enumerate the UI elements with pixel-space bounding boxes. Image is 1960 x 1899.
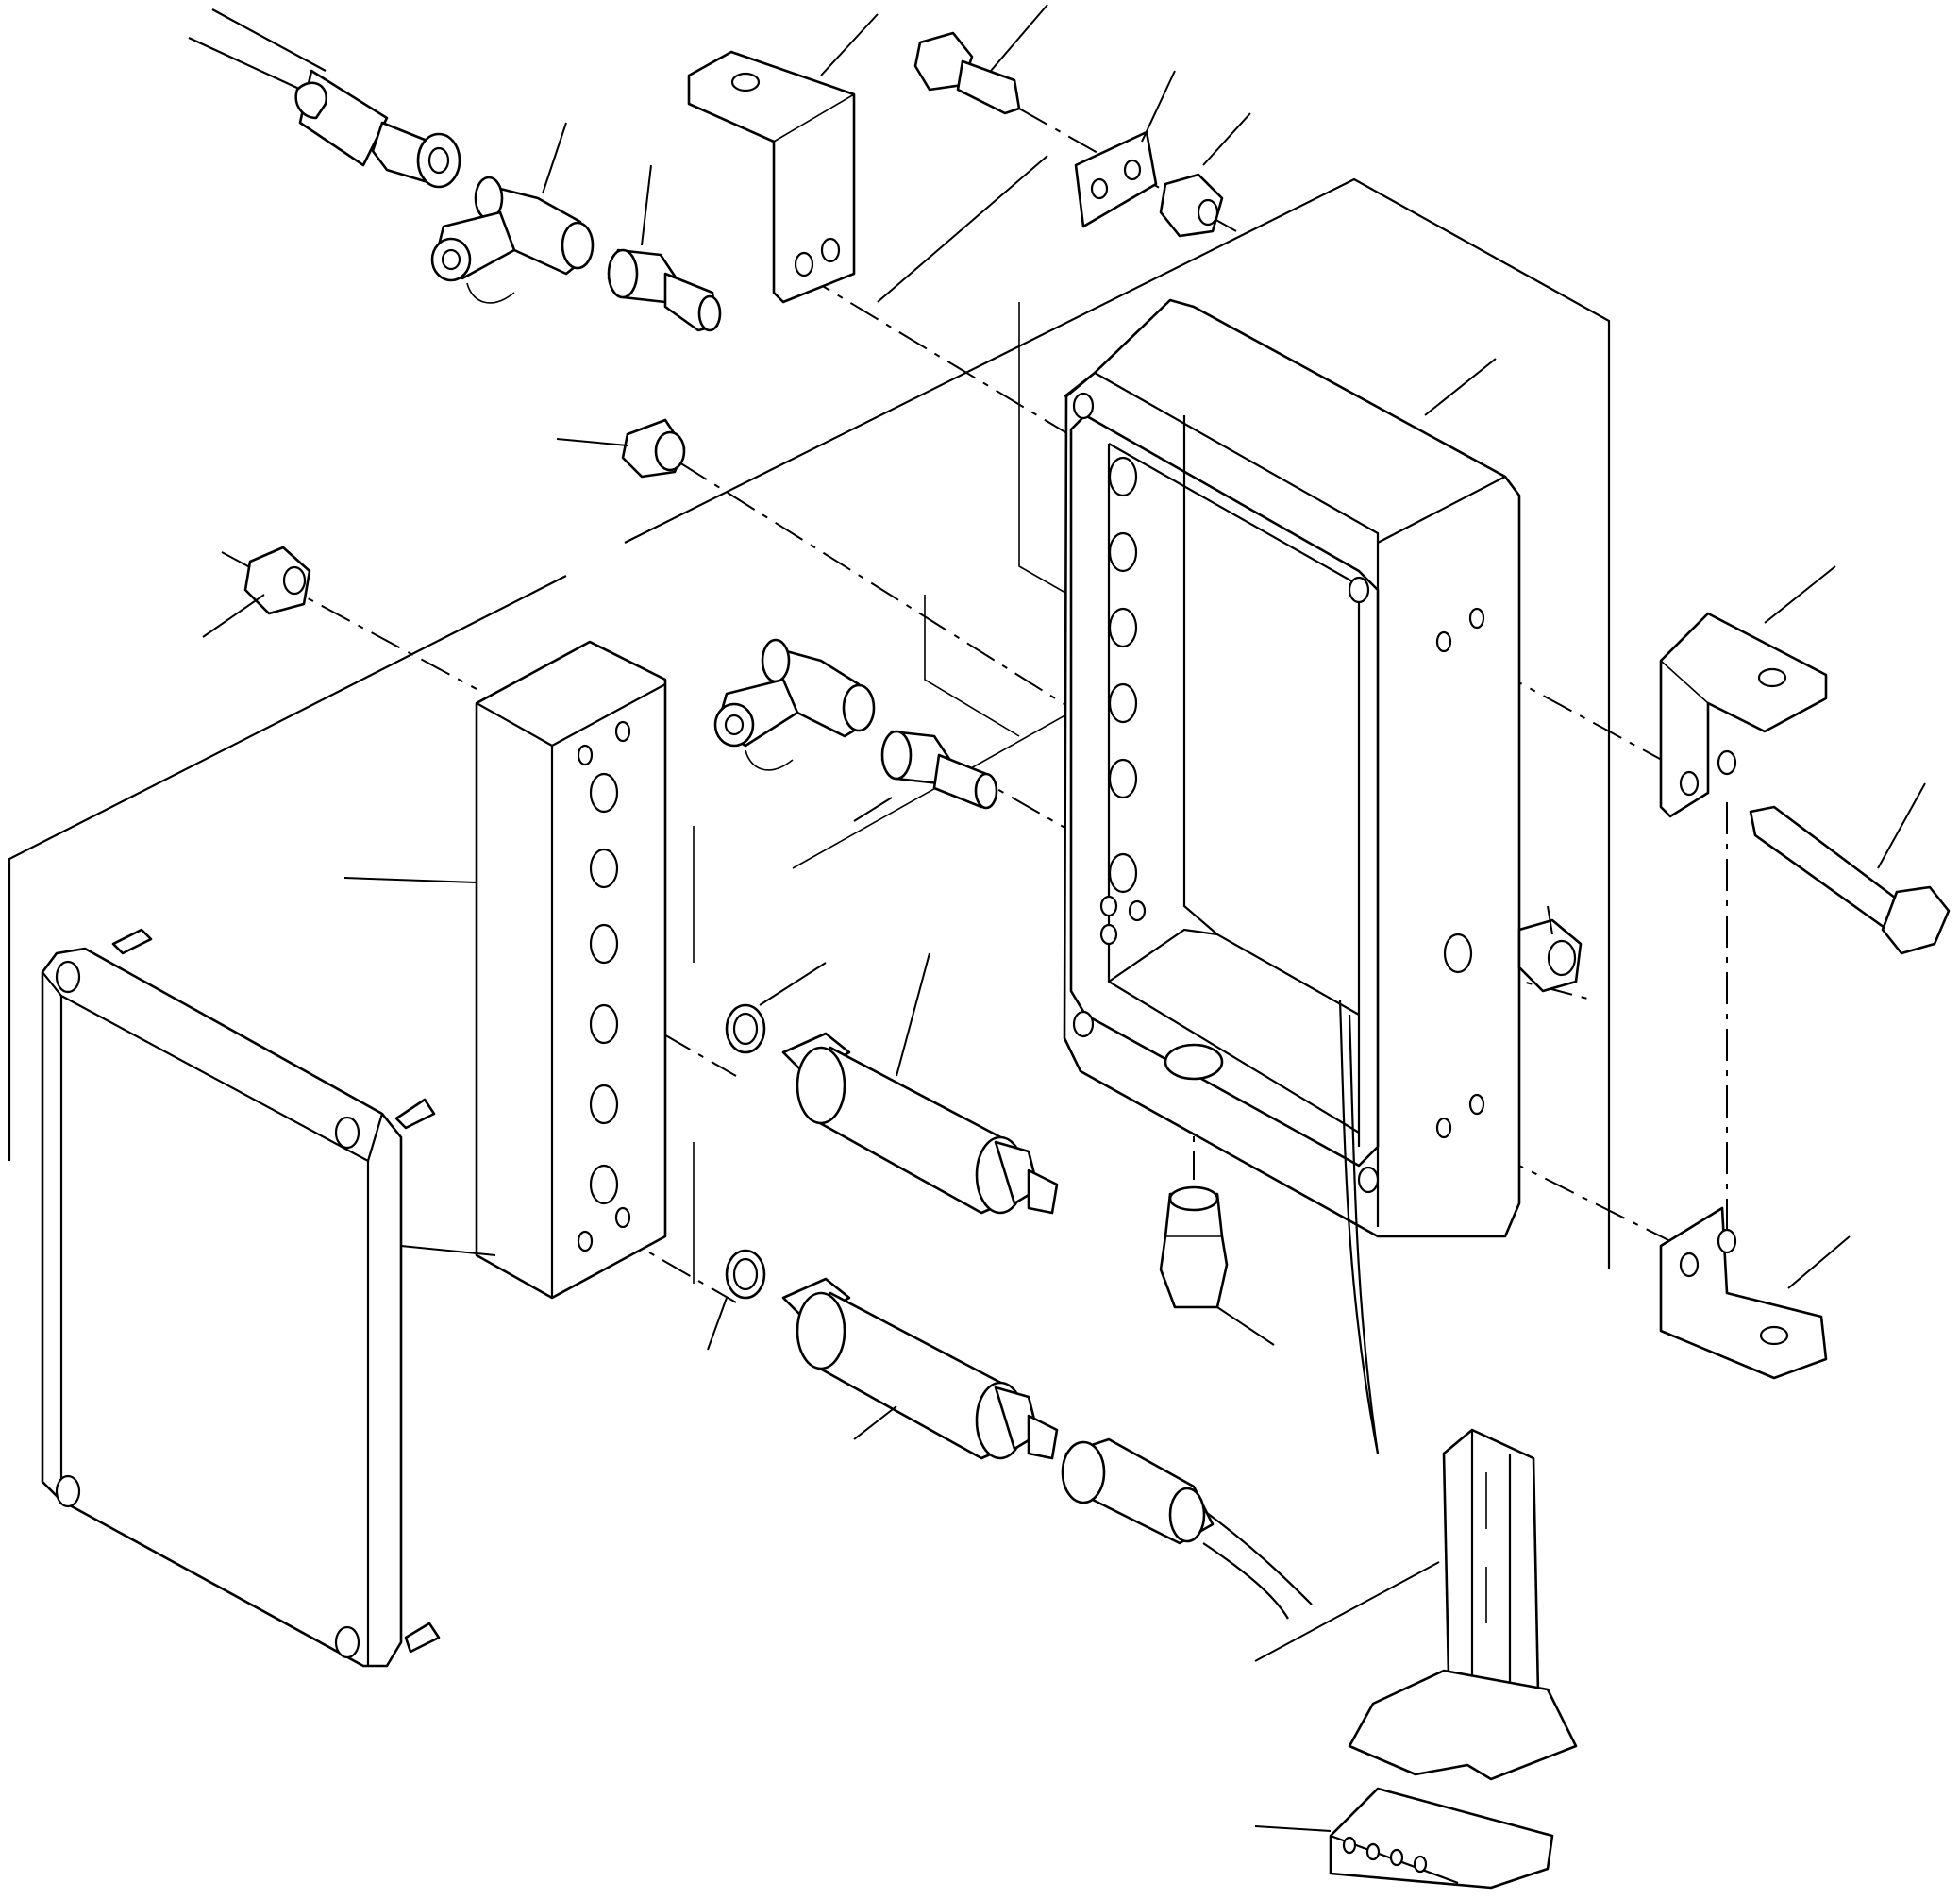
long-bolt — [1749, 782, 1951, 955]
tee-fitting-middle — [713, 638, 876, 771]
sensor-cable-connector — [1061, 1437, 1313, 1620]
bolt-upper — [913, 4, 1048, 115]
adapter-upper — [607, 248, 722, 332]
nut-left — [202, 546, 311, 638]
bracket-right-upper — [1659, 565, 1836, 818]
nut-upper — [1159, 112, 1251, 238]
adapter-middle — [853, 730, 998, 822]
nut-side — [1517, 905, 1583, 993]
hydraulic-hose — [188, 8, 461, 189]
connector-bottom — [1159, 1185, 1275, 1346]
seal-ring-upper — [725, 962, 827, 1054]
filter-upper — [781, 952, 1059, 1215]
center-lines — [221, 108, 1728, 1303]
cover-plate — [41, 928, 496, 1668]
tee-fitting-upper — [430, 176, 595, 304]
bracket-right-lower — [1659, 1206, 1851, 1380]
wire — [1338, 1000, 1380, 1454]
plate — [1074, 70, 1176, 228]
filter-lower — [781, 1277, 1059, 1460]
enclosure-box — [1063, 298, 1521, 1238]
bracket-upper-left — [687, 13, 879, 304]
plug — [556, 418, 686, 479]
seal-ring-lower — [707, 1249, 766, 1351]
boundary-lines — [8, 177, 1611, 1269]
misc-leaders — [542, 122, 1048, 303]
din-rail — [1254, 1428, 1578, 1781]
manifold-block — [343, 640, 667, 1300]
terminal-block — [1254, 1787, 1554, 1890]
